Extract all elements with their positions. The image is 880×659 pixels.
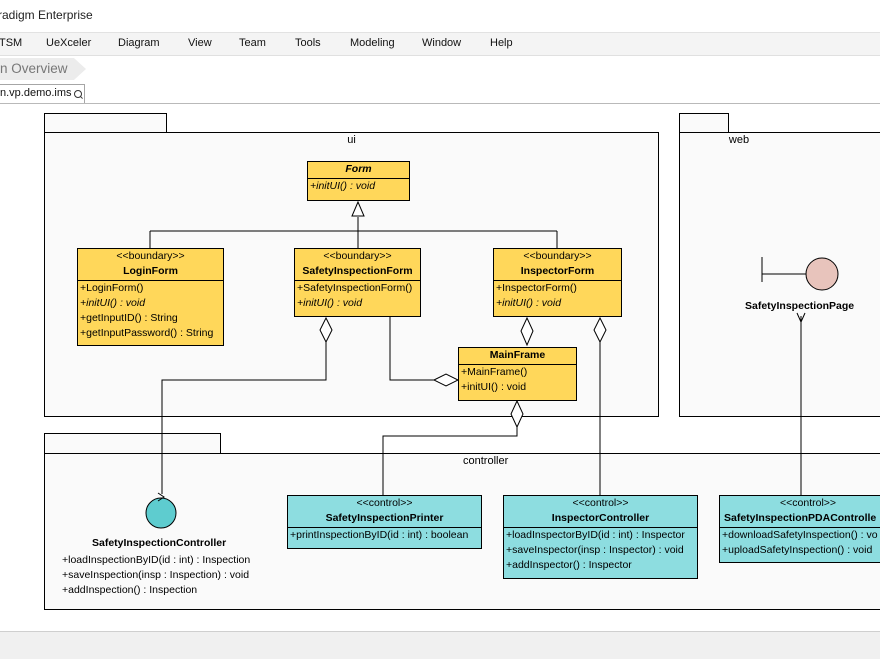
window-title: radigm Enterprise <box>0 8 93 22</box>
package-ui-label: ui <box>347 134 356 146</box>
operation: +initUI() : void <box>80 297 146 309</box>
class-safety-inspection-printer-name: SafetyInspectionPrinter <box>325 512 444 524</box>
class-form[interactable]: Form +initUI() : void <box>307 161 410 201</box>
operation: +initUI() : void <box>461 381 527 393</box>
operation: +addInspection() : Inspection <box>62 584 198 596</box>
operation: +MainFrame() <box>461 366 528 378</box>
aggregation-diamond-icon <box>593 316 607 344</box>
class-login-form[interactable]: <<boundary>> LoginForm +LoginForm() +ini… <box>77 248 224 346</box>
operation: +initUI() : void <box>496 297 562 309</box>
diagram-tab[interactable]: n.vp.demo.ims <box>0 84 85 103</box>
operation: +downloadSafetyInspection() : vo <box>722 529 878 541</box>
operation: +saveInspection(insp : Inspection) : voi… <box>62 569 250 581</box>
generalization-arrowhead-icon <box>351 200 365 217</box>
status-bar <box>0 631 880 659</box>
safety-inspection-controller-name[interactable]: SafetyInspectionController <box>92 537 227 549</box>
stereotype-label: <<control>> <box>356 497 413 509</box>
class-safety-inspection-printer[interactable]: <<control>> SafetyInspectionPrinter +pri… <box>287 495 482 549</box>
operation: +getInputID() : String <box>80 312 178 324</box>
menu-window[interactable]: Window <box>422 37 462 49</box>
diagram-tab-label: n.vp.demo.ims <box>0 87 72 99</box>
magnifier-icon[interactable] <box>74 90 82 98</box>
stereotype-label: <<boundary>> <box>116 250 185 262</box>
aggregation-diamond-icon <box>510 399 524 429</box>
stereotype-label: <<boundary>> <box>523 250 592 262</box>
menu-modeling[interactable]: Modeling <box>350 37 395 49</box>
operation: +loadInspectionByID(id : int) : Inspecti… <box>62 554 251 566</box>
operation: +loadInspectorByID(id : int) : Inspector <box>506 529 685 541</box>
class-pda-controller[interactable]: <<control>> SafetyInspectionPDAControlle… <box>719 495 880 563</box>
operation: +addInspector() : Inspector <box>506 559 632 571</box>
package-controller-label: controller <box>463 455 509 467</box>
stereotype-label: <<control>> <box>572 497 629 509</box>
operation: +uploadSafetyInspection() : void <box>722 544 873 556</box>
boundary-icon <box>805 257 839 291</box>
class-login-form-name: LoginForm <box>123 265 178 277</box>
menu-uexceler[interactable]: UeXceler <box>46 37 92 49</box>
menu-bar: TSM UeXceler Diagram View Team Tools Mod… <box>0 33 880 56</box>
class-inspector-controller[interactable]: <<control>> InspectorController +loadIns… <box>503 495 698 579</box>
menu-tools[interactable]: Tools <box>295 37 321 49</box>
aggregation-diamond-icon <box>319 316 333 344</box>
operation: +getInputPassword() : String <box>80 327 214 339</box>
operation: +saveInspector(insp : Inspector) : void <box>506 544 684 556</box>
class-safety-inspection-form[interactable]: <<boundary>> SafetyInspectionForm +Safet… <box>294 248 421 317</box>
class-safety-inspection-form-name: SafetyInspectionForm <box>302 265 413 277</box>
aggregation-diamond-icon <box>432 373 460 387</box>
stereotype-label: <<boundary>> <box>323 250 392 262</box>
menu-view[interactable]: View <box>188 37 212 49</box>
operation: +initUI() : void <box>297 297 363 309</box>
aggregation-diamond-icon <box>520 316 534 347</box>
operation: +LoginForm() <box>80 282 144 294</box>
class-inspector-form[interactable]: <<boundary>> InspectorForm +InspectorFor… <box>493 248 622 317</box>
generalization-connectors <box>149 217 558 249</box>
menu-diagram[interactable]: Diagram <box>118 37 160 49</box>
menu-help[interactable]: Help <box>490 37 513 49</box>
class-inspector-controller-name: InspectorController <box>551 512 650 524</box>
diagram-tab-bar: n.vp.demo.ims <box>0 84 880 104</box>
class-pda-controller-name: SafetyInspectionPDAControlle <box>724 512 877 524</box>
breadcrumb: n Overview <box>0 56 880 84</box>
operation: +printInspectionByID(id : int) : boolean <box>290 529 469 541</box>
class-form-op: +initUI() : void <box>310 180 376 192</box>
class-inspector-form-name: InspectorForm <box>520 265 595 277</box>
menu-tsm[interactable]: TSM <box>0 37 23 49</box>
connector-layer <box>145 200 839 529</box>
operation: +InspectorForm() <box>496 282 577 294</box>
stereotype-label: <<control>> <box>780 497 837 509</box>
control-icon <box>145 497 177 529</box>
class-main-frame-name: MainFrame <box>489 349 546 361</box>
breadcrumb-label: n Overview <box>0 61 68 76</box>
menu-team[interactable]: Team <box>239 37 266 49</box>
safety-inspection-page-label[interactable]: SafetyInspectionPage <box>745 300 855 312</box>
breadcrumb-item-overview[interactable]: n Overview <box>0 58 86 80</box>
class-main-frame[interactable]: MainFrame +MainFrame() +initUI() : void <box>458 347 577 401</box>
title-bar: radigm Enterprise <box>0 0 880 33</box>
class-form-name: Form <box>345 163 372 175</box>
package-web-label: web <box>728 134 750 146</box>
operation: +SafetyInspectionForm() <box>297 282 413 294</box>
